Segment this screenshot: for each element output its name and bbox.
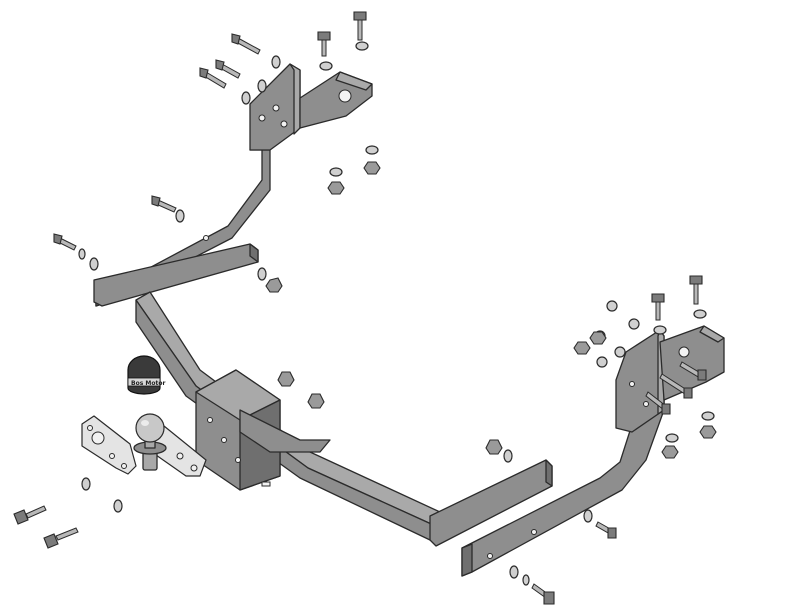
nut	[307, 393, 325, 409]
washer	[175, 209, 185, 223]
washer	[665, 433, 679, 443]
ball-cap: Bos Motor	[127, 355, 165, 395]
bolt	[199, 67, 227, 89]
bolts	[13, 11, 707, 605]
washer	[355, 41, 369, 51]
bolt	[215, 59, 241, 79]
bolt	[531, 583, 555, 605]
washer	[522, 574, 530, 586]
nut	[485, 439, 503, 455]
nut	[661, 445, 679, 459]
washer	[503, 449, 513, 463]
washers	[78, 41, 715, 586]
washer	[78, 248, 86, 260]
crossbar	[93, 243, 553, 547]
washer	[628, 318, 640, 330]
washer	[693, 309, 707, 319]
washer	[113, 499, 123, 513]
washer	[509, 565, 519, 579]
tow-ball	[133, 413, 167, 471]
washer	[319, 61, 333, 71]
bolt	[13, 505, 47, 525]
bolt	[151, 195, 177, 213]
socket-plate	[81, 415, 137, 475]
washer	[596, 356, 608, 368]
washer	[257, 79, 267, 93]
nut	[265, 277, 283, 293]
bolt	[43, 527, 79, 549]
washer	[365, 145, 379, 155]
ball-cap-brand-text: Bos Motor	[131, 380, 165, 387]
washer	[653, 325, 667, 335]
washer	[89, 257, 99, 271]
bolt	[651, 293, 665, 321]
washer	[614, 346, 626, 358]
right-mounting-bracket	[461, 325, 725, 577]
nut	[699, 425, 717, 439]
washer	[271, 55, 281, 69]
bolt	[645, 391, 671, 415]
nut	[589, 331, 607, 345]
bolt	[679, 361, 707, 381]
bolt	[53, 233, 77, 251]
bolt	[689, 275, 703, 305]
washer	[81, 477, 91, 491]
washer	[329, 167, 343, 177]
nut	[327, 181, 345, 195]
nuts	[265, 161, 717, 459]
nut	[277, 371, 295, 387]
washer	[257, 267, 267, 281]
nut	[573, 341, 591, 355]
bolt	[231, 33, 261, 55]
washer	[606, 300, 618, 312]
nut	[363, 161, 381, 175]
bolt	[595, 521, 617, 539]
washer	[701, 411, 715, 421]
washer	[583, 509, 593, 523]
bolt	[353, 11, 367, 41]
bolt	[659, 373, 693, 399]
washer	[241, 91, 251, 105]
bolt	[317, 31, 331, 57]
